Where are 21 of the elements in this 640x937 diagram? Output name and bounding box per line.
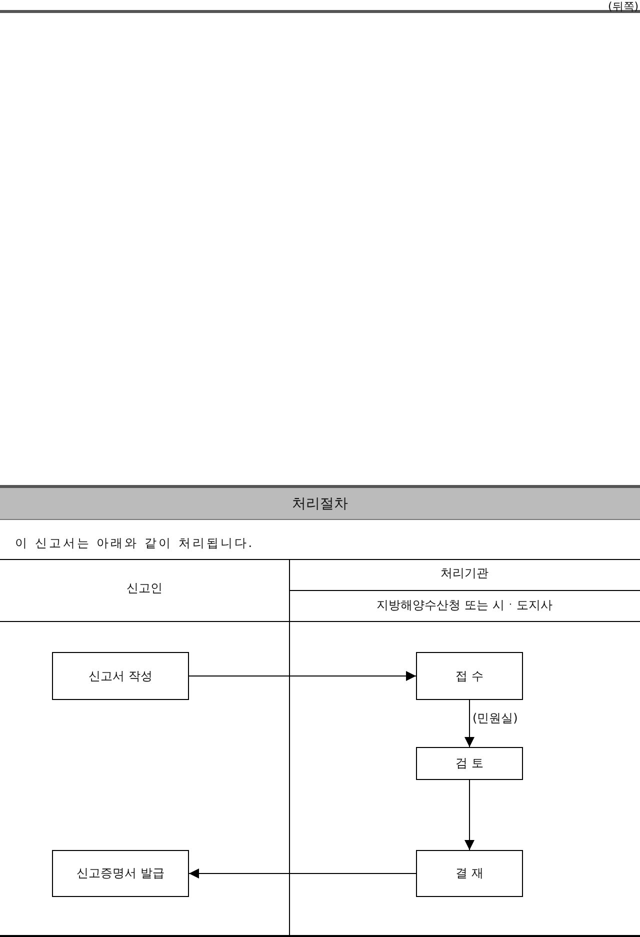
box-text: 접 수: [456, 668, 484, 684]
arrow: [188, 868, 416, 878]
process-box: [52, 652, 189, 700]
arrow: [188, 671, 416, 681]
title-band: 처리절차: [0, 485, 640, 520]
box-text: 신고증명서 발급: [76, 865, 164, 882]
box-text: 결 재: [456, 865, 484, 882]
column-header: 처리기관: [440, 565, 488, 582]
arrow: [464, 780, 474, 850]
column-subheader: 지방해양수산청 또는 시ㆍ도지사: [376, 597, 552, 614]
process-box: [416, 652, 523, 700]
arrow: [464, 700, 474, 748]
column-header: 신고인: [126, 580, 162, 597]
process-box: [416, 747, 523, 780]
box-text: 검 토: [456, 755, 484, 772]
page-side-note: (뒤쪽): [608, 0, 639, 14]
edge-label: (민원실): [472, 710, 518, 726]
box-text: 신고서 작성: [88, 668, 152, 684]
process-box: [52, 850, 189, 897]
intro-text: 이 신고서는 아래와 같이 처리됩니다.: [15, 535, 254, 552]
process-box: [416, 850, 523, 897]
